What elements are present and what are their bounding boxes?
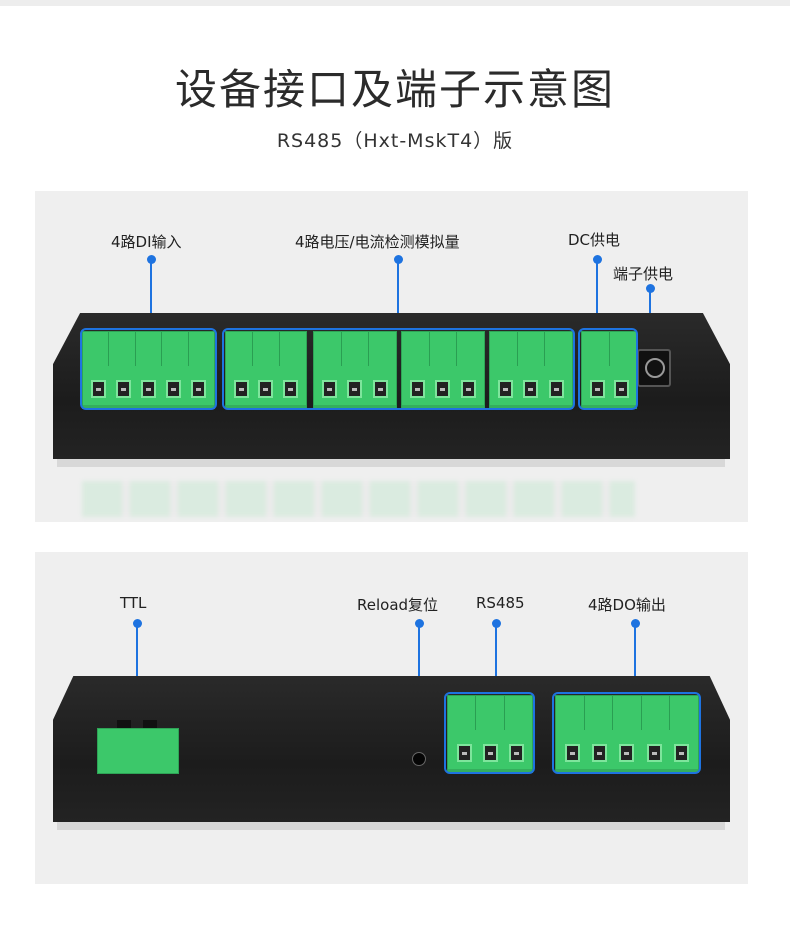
label-terminal-power: 端子供电	[613, 265, 674, 283]
label-di-input: 4路DI输入	[111, 233, 182, 251]
do-terminal-block	[555, 695, 699, 773]
label-rs485: RS485	[476, 594, 525, 612]
reload-button-hole	[412, 752, 426, 766]
pointer-line-analog	[397, 259, 399, 331]
page-subtitle: RS485（Hxt-MskT4）版	[276, 130, 514, 152]
highlight-dc	[578, 328, 638, 410]
device-reflection	[82, 481, 635, 517]
ttl-connector	[97, 728, 179, 774]
device-back-base	[57, 822, 725, 830]
label-reload: Reload复位	[357, 596, 439, 614]
highlight-di	[80, 328, 217, 410]
pointer-line-dc	[596, 259, 598, 331]
page-title: 设备接口及端子示意图	[174, 65, 615, 114]
highlight-do	[552, 692, 701, 774]
highlight-analog	[222, 328, 575, 410]
label-analog-input: 4路电压/电流检测模拟量	[295, 233, 460, 251]
front-panel-figure: 4路DI输入 4路电压/电流检测模拟量 DC供电 端子供电	[35, 191, 748, 522]
ttl-pin-1	[117, 720, 131, 728]
analog-terminal-block-1	[225, 331, 307, 409]
ttl-pin-2	[143, 720, 157, 728]
back-panel-figure: TTL Reload复位 RS485 4路DO输出	[35, 552, 748, 884]
di-terminal-block	[82, 331, 215, 409]
pointer-line-di	[150, 259, 152, 331]
highlight-rs485	[444, 692, 535, 774]
dc-jack-port	[637, 349, 671, 387]
top-divider	[0, 0, 790, 6]
device-front-base	[57, 459, 725, 467]
pointer-line-ttl	[136, 623, 138, 723]
label-dc-power: DC供电	[568, 231, 621, 249]
analog-terminal-block-3	[401, 331, 485, 409]
label-ttl: TTL	[120, 594, 147, 612]
pointer-line-do	[634, 623, 636, 693]
pointer-line-rs485	[495, 623, 497, 693]
label-do-output: 4路DO输出	[588, 596, 666, 614]
